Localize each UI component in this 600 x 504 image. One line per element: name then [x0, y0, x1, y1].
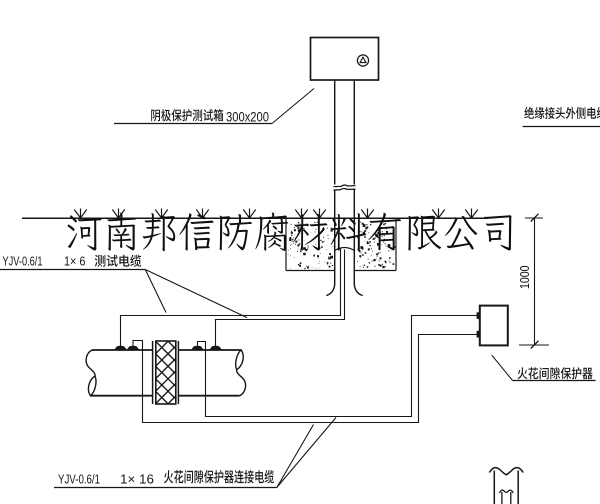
svg-text:1× 6: 1× 6	[64, 254, 86, 268]
svg-text:300x200: 300x200	[226, 108, 269, 124]
svg-text:1× 16: 1× 16	[120, 472, 154, 486]
svg-text:YJV-0.6/1: YJV-0.6/1	[3, 254, 43, 268]
svg-text:1000: 1000	[518, 265, 532, 289]
svg-text:YJV-0.6/1: YJV-0.6/1	[58, 472, 100, 486]
